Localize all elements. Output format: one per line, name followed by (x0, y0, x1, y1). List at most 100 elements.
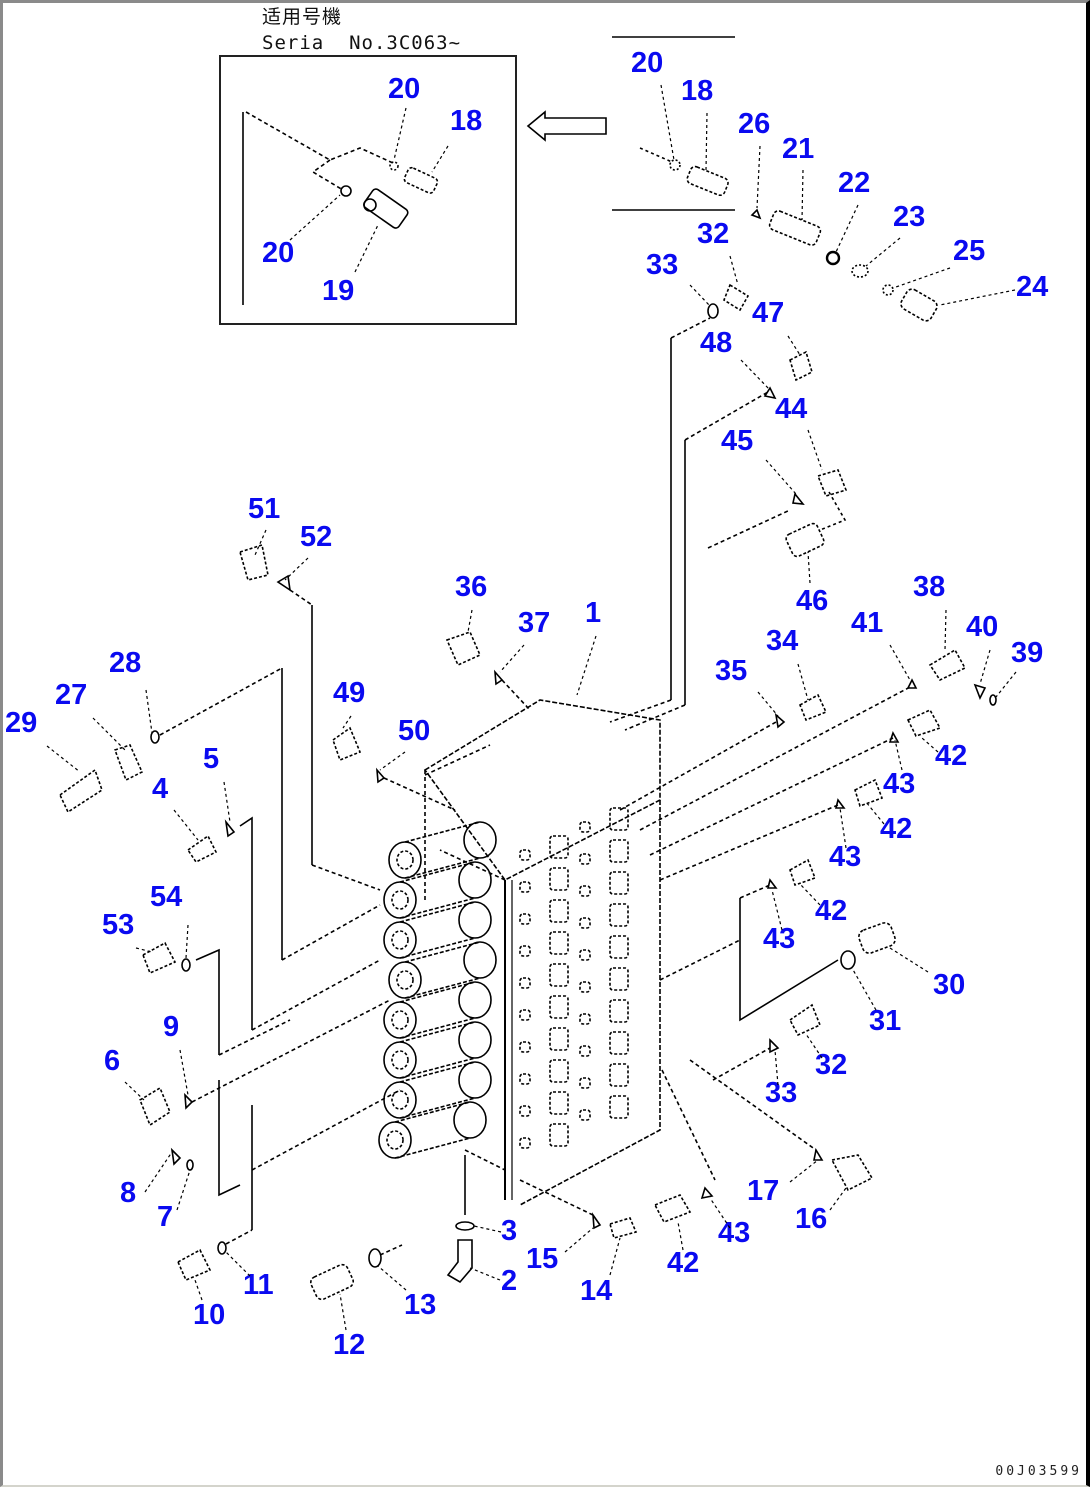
valve-port (609, 903, 629, 927)
part-21 (768, 210, 822, 246)
valve-port (579, 917, 591, 929)
part-label-1: 1 (585, 597, 601, 629)
valve-port (519, 1041, 531, 1053)
valve-port (549, 963, 569, 987)
leader-line (393, 107, 407, 161)
leader-line (223, 781, 231, 823)
leader-line (939, 289, 1016, 306)
inset-part-18 (403, 166, 439, 194)
leader-line (339, 1293, 347, 1331)
part-label-4: 4 (152, 773, 168, 805)
part-label-36: 36 (455, 571, 487, 603)
part-label-42: 42 (667, 1247, 699, 1279)
part-labels: 2018201920182621222325243233474844454651… (5, 47, 1048, 1361)
part-28 (150, 730, 160, 744)
part-23 (851, 264, 869, 278)
part-17 (813, 1147, 824, 1161)
part-label-43: 43 (718, 1217, 750, 1249)
leader-line (135, 947, 153, 953)
spool-cap (388, 821, 497, 879)
part-label-26: 26 (738, 108, 770, 140)
part-label-29: 29 (5, 707, 37, 739)
part-32 (788, 1003, 822, 1037)
part-42b (854, 778, 884, 808)
part-label-8: 8 (120, 1177, 136, 1209)
part-5 (224, 819, 236, 838)
part-label-10: 10 (193, 1299, 225, 1331)
part-label-43: 43 (829, 841, 861, 873)
part-43c (766, 878, 778, 889)
leader-line (46, 745, 81, 773)
part-label-43: 43 (883, 768, 915, 800)
leader-line (467, 609, 473, 633)
leader-line (740, 359, 771, 391)
part-51 (239, 543, 269, 581)
part-35 (774, 712, 786, 729)
part-32-top (723, 283, 750, 312)
part-label-13: 13 (404, 1289, 436, 1321)
part-43b (834, 798, 846, 809)
part-4 (186, 834, 218, 864)
pipe-line (239, 816, 253, 1030)
leader-line (660, 84, 675, 161)
part-48 (763, 386, 777, 400)
part-label-27: 27 (55, 679, 87, 711)
spool-cap (383, 861, 492, 919)
part-label-5: 5 (203, 743, 219, 775)
part-52 (276, 574, 292, 592)
part-label-39: 39 (1011, 637, 1043, 669)
part-22 (825, 250, 841, 266)
part-40 (973, 683, 987, 700)
valve-port (519, 1137, 531, 1149)
valve-port (549, 1059, 569, 1083)
part-label-33: 33 (646, 249, 678, 281)
valve-port (609, 935, 629, 959)
part-42a (906, 708, 942, 737)
part-47 (789, 350, 813, 382)
valve-port (549, 867, 569, 891)
spool-cap (383, 1061, 492, 1119)
control-valve-body (378, 699, 661, 1206)
leader-line (892, 267, 951, 289)
part-label-48: 48 (700, 327, 732, 359)
part-42d (653, 1194, 692, 1224)
part-33 (769, 1038, 780, 1054)
valve-port (519, 1009, 531, 1021)
part-34 (798, 693, 828, 722)
leader-line (797, 663, 809, 701)
part-27 (113, 744, 144, 782)
inset-label-19: 19 (322, 275, 354, 307)
valve-port (609, 999, 629, 1023)
leader-line (144, 1151, 173, 1193)
valve-port (519, 913, 531, 925)
valve-port (549, 1123, 569, 1147)
part-label-49: 49 (333, 677, 365, 709)
leader-line (176, 1169, 191, 1211)
leader-line (469, 1267, 501, 1281)
leader-line (889, 947, 929, 973)
part-50 (376, 767, 386, 784)
part-33-top (707, 303, 719, 319)
leader-line (709, 1197, 731, 1229)
inset-label-20: 20 (262, 237, 294, 269)
valve-port (519, 849, 531, 861)
part-39 (989, 694, 997, 706)
leader-line (609, 1237, 621, 1276)
part-20 (669, 159, 681, 171)
leader-line (289, 194, 341, 241)
valve-port (579, 1045, 591, 1057)
leader-line (379, 751, 406, 771)
part-44 (816, 469, 848, 497)
leader-line (194, 1279, 203, 1301)
spool-cap (383, 1021, 492, 1079)
part-label-42: 42 (880, 813, 912, 845)
leader-line (805, 1033, 823, 1059)
leader-line (173, 809, 199, 841)
valve-port (519, 1073, 531, 1085)
valve-port (579, 821, 591, 833)
pipe-line (218, 1080, 241, 1197)
leader-line (576, 635, 597, 696)
leader-line (807, 429, 823, 471)
